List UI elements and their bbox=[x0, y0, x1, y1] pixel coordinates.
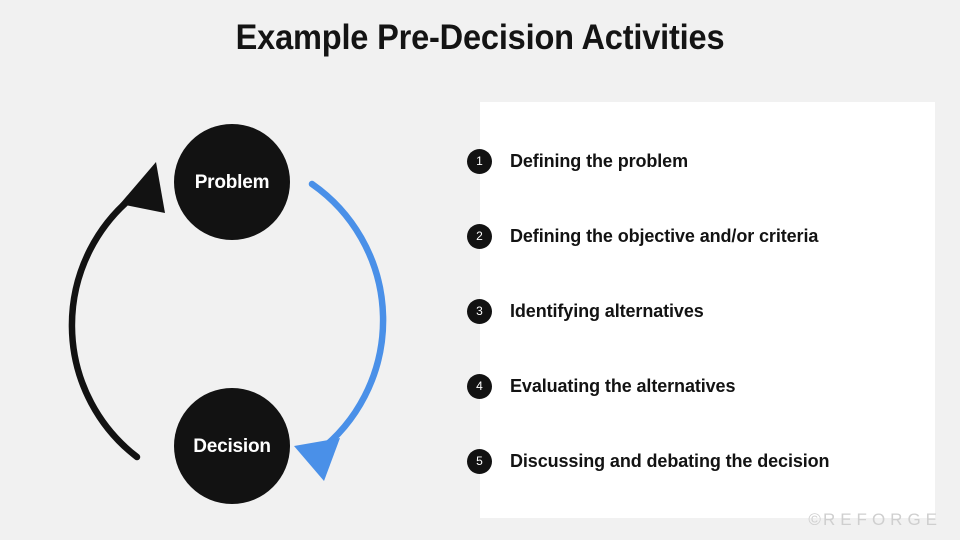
list-item[interactable]: 3 Identifying alternatives bbox=[467, 298, 704, 324]
copyright-icon: © bbox=[808, 510, 823, 529]
activities-list: 1 Defining the problem 2 Defining the ob… bbox=[467, 102, 937, 518]
arrow-decision-to-problem-icon bbox=[68, 162, 165, 461]
cycle-node-problem[interactable]: Problem bbox=[174, 124, 290, 240]
activity-badge-4: 4 bbox=[467, 373, 492, 399]
list-item[interactable]: 4 Evaluating the alternatives bbox=[467, 373, 735, 399]
page-title: Example Pre-Decision Activities bbox=[235, 18, 725, 57]
cycle-arrows-svg bbox=[68, 162, 387, 481]
activity-label-5: Discussing and debating the decision bbox=[510, 450, 830, 471]
list-item[interactable]: 5 Discussing and debating the decision bbox=[467, 448, 830, 474]
list-item[interactable]: 1 Defining the problem bbox=[467, 148, 688, 174]
activity-badge-3: 3 bbox=[467, 298, 492, 324]
activity-badge-2: 2 bbox=[467, 223, 492, 249]
cycle-node-decision[interactable]: Decision bbox=[174, 388, 290, 504]
cycle-node-problem-label: Problem bbox=[194, 171, 270, 193]
activity-label-2: Defining the objective and/or criteria bbox=[510, 225, 819, 246]
arrow-problem-to-decision-icon bbox=[294, 180, 387, 481]
activity-badge-5: 5 bbox=[467, 448, 492, 474]
cycle-diagram: Problem Decision bbox=[30, 100, 450, 520]
cycle-node-decision-label: Decision bbox=[193, 435, 271, 457]
activity-label-3: Identifying alternatives bbox=[510, 300, 704, 321]
reforge-watermark: ©REFORGE bbox=[808, 510, 942, 530]
activity-label-1: Defining the problem bbox=[510, 150, 689, 171]
list-item[interactable]: 2 Defining the objective and/or criteria bbox=[467, 223, 818, 249]
activity-label-4: Evaluating the alternatives bbox=[510, 375, 736, 396]
watermark-text: REFORGE bbox=[822, 510, 942, 529]
activities-panel bbox=[480, 102, 935, 518]
activity-badge-1: 1 bbox=[467, 148, 492, 174]
